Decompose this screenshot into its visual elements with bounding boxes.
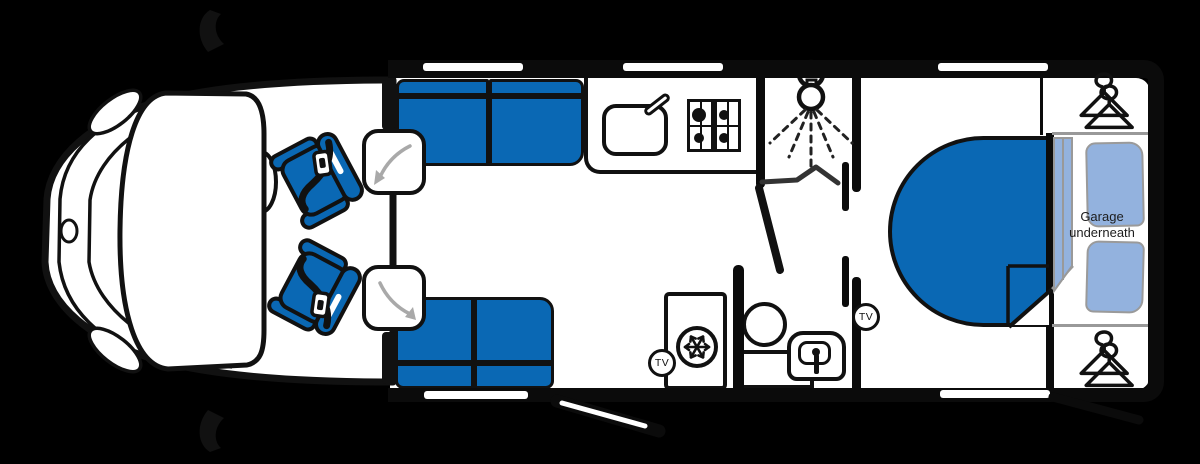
- garage-door-open-icon: [1048, 392, 1144, 425]
- entry-door-face: [559, 400, 648, 429]
- swivel-table-top: [362, 129, 426, 195]
- tv-badge-label: TV: [654, 357, 670, 369]
- coat-hanger-icon: [1084, 84, 1134, 130]
- burner: [719, 133, 729, 143]
- bulkhead-stub-bottom: [382, 332, 395, 384]
- windscreen: [117, 90, 267, 372]
- burner: [694, 133, 704, 143]
- window: [623, 63, 723, 71]
- swivel-rotation-arrow-icon: [378, 281, 416, 320]
- tv-badge-lounge: TV: [648, 349, 676, 377]
- shower-spray: [768, 108, 854, 173]
- grille-badge: [59, 218, 79, 244]
- garage-label-line2: underneath: [1069, 224, 1135, 240]
- snowflake-glyph: [683, 335, 711, 359]
- garage-shelf-line-top: [1052, 132, 1157, 135]
- front-bench-cushion-right: [489, 96, 584, 166]
- front-bench-backrest-right: [489, 79, 584, 96]
- rear-bench-backrest-right: [474, 363, 554, 389]
- shower-wall-right: [852, 78, 861, 192]
- shower-wall-left: [756, 78, 765, 188]
- headlight-top: [87, 88, 143, 136]
- burner: [719, 110, 729, 120]
- garage-label-line1: Garage: [1080, 209, 1124, 224]
- tv-badge-label: TV: [858, 311, 874, 323]
- cassette-toilet-icon: [787, 331, 846, 381]
- front-bench-backrest-left: [396, 79, 489, 96]
- swivel-rotation-arrow-icon: [374, 144, 412, 185]
- window: [423, 63, 523, 71]
- coat-hanger-icon: [1084, 342, 1134, 388]
- toilet-stem: [814, 354, 819, 374]
- sliding-door-panel: [842, 256, 849, 307]
- tv-badge-bedroom: TV: [852, 303, 880, 331]
- window: [424, 391, 528, 399]
- wing-mirror-icon: [199, 10, 224, 52]
- wing-mirror-icon: [199, 410, 224, 452]
- headlight-bottom: [87, 326, 143, 374]
- garage-shelf-line-bottom: [1052, 324, 1157, 327]
- kitchen-sink-icon: [602, 104, 668, 156]
- bedroom-partition-wall: [852, 277, 861, 390]
- wardrobe-divider: [1040, 78, 1043, 135]
- sliding-door-panel: [842, 162, 849, 211]
- rear-bench-backrest-left: [395, 363, 474, 389]
- burner: [692, 108, 706, 122]
- window: [940, 390, 1050, 398]
- window: [938, 63, 1048, 71]
- bulkhead-stub-top: [382, 80, 395, 130]
- four-burner-hob-icon: [714, 99, 741, 152]
- bed-headboard: [1053, 137, 1073, 295]
- washroom-wall: [733, 265, 744, 390]
- washroom-door-open: [755, 184, 784, 274]
- bifold-shower-door-icon: [759, 164, 841, 186]
- swivel-table-bottom: [362, 265, 426, 331]
- toilet-flush-dot: [812, 348, 820, 356]
- rear-bench-cushion-right: [474, 297, 554, 363]
- four-burner-hob-icon: [687, 99, 714, 152]
- wash-basin-icon: [742, 302, 787, 347]
- bed-head-wall: [1046, 133, 1054, 391]
- garage-underneath-label: Garage underneath: [1046, 209, 1158, 240]
